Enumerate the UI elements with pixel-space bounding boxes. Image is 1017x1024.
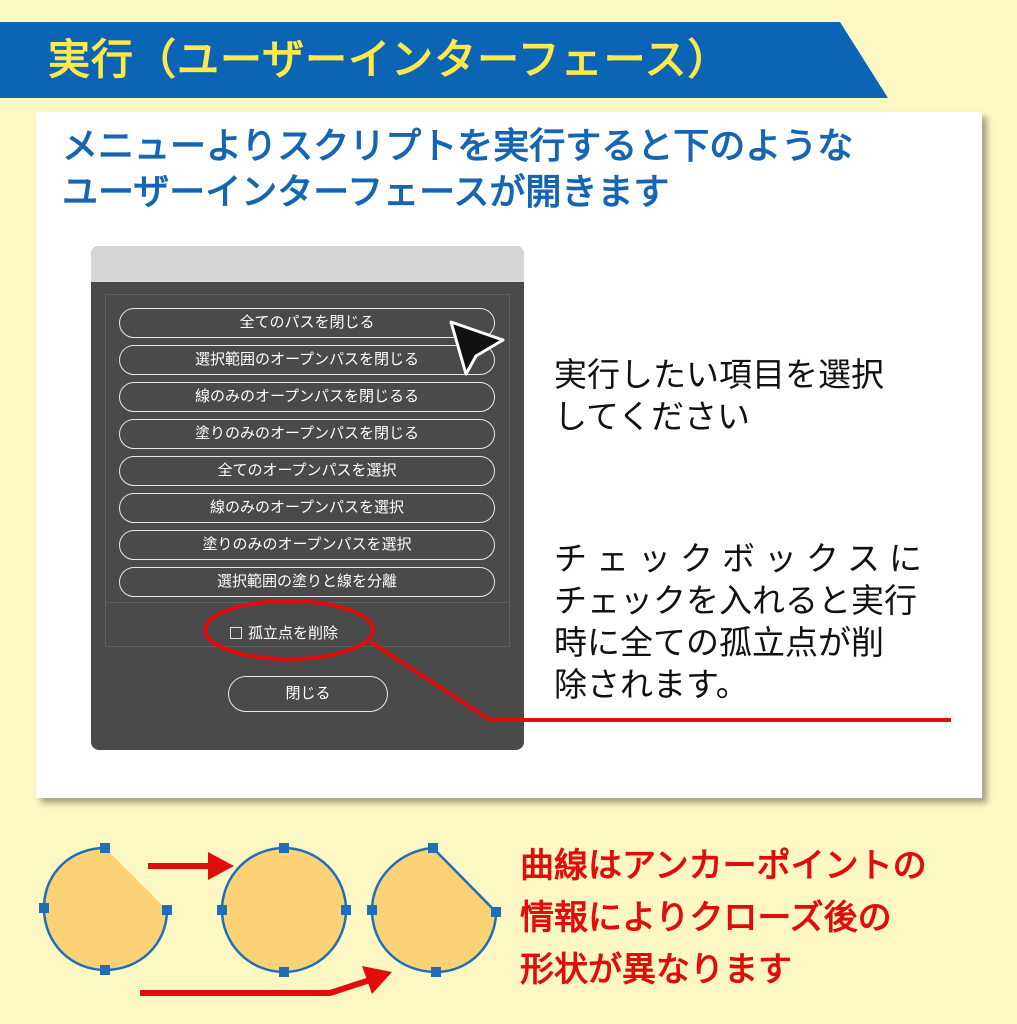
shape-closed-smooth <box>217 843 351 977</box>
arrow-right-icon <box>140 966 392 996</box>
anchor-point-icon <box>428 843 438 853</box>
checkbox-explanation: チェックボックスに チェックを入れると実行 時に全ての孤立点が削 除されます。 <box>554 538 931 706</box>
script-dialog: 全てのパスを閉じる 選択範囲のオープンパスを閉じる 線のみのオープンパスを閉じる… <box>91 246 524 750</box>
title-banner <box>0 22 888 98</box>
bottom-caption-line1: 曲線はアンカーポイントの <box>520 846 927 886</box>
mouse-cursor-icon <box>449 320 505 376</box>
checkbox-leader-line <box>369 640 951 722</box>
select-all-open-paths-button[interactable]: 全てのオープンパスを選択 <box>119 456 495 486</box>
close-all-paths-button[interactable]: 全てのパスを閉じる <box>119 308 495 338</box>
card-heading: メニューよりスクリプトを実行すると下のような ユーザーインターフェースが開きます <box>62 124 962 216</box>
shape-closed-corner <box>367 843 501 977</box>
close-selected-open-paths-button[interactable]: 選択範囲のオープンパスを閉じる <box>119 345 495 375</box>
separate-fill-and-stroke-button[interactable]: 選択範囲の塗りと線を分離 <box>119 567 495 597</box>
anchor-point-icon <box>100 965 110 975</box>
checkbox-explanation-line3: 時に全ての孤立点が削 <box>554 623 884 662</box>
anchor-point-icon <box>217 905 227 915</box>
anchor-point-icon <box>491 907 501 917</box>
checkbox-label: 孤立点を削除 <box>248 624 339 642</box>
delete-isolated-points-checkbox[interactable] <box>230 627 242 639</box>
checkbox-explanation-line4: 除されます。 <box>554 665 749 704</box>
anchor-point-icon <box>367 905 377 915</box>
anchor-point-icon <box>279 967 289 977</box>
checkbox-highlight-ellipse <box>203 599 375 661</box>
anchor-point-icon <box>100 843 110 853</box>
bottom-caption-line3: 形状が異なります <box>520 950 792 990</box>
dialog-button-panel <box>105 294 510 647</box>
select-fill-only-open-paths-button[interactable]: 塗りのみのオープンパスを選択 <box>119 530 495 560</box>
checkbox-explanation-line1: チェックボックスに <box>554 539 932 578</box>
anchor-point-icon <box>162 905 172 915</box>
select-instruction-line2: してください <box>554 397 751 436</box>
shape-open-path <box>39 843 172 975</box>
anchor-point-icon <box>279 843 289 853</box>
select-stroke-only-open-paths-button[interactable]: 線のみのオープンパスを選択 <box>119 493 495 523</box>
close-stroke-only-open-paths-button[interactable]: 線のみのオープンパスを閉じるる <box>119 382 495 412</box>
checkbox-explanation-line2: チェックを入れると実行 <box>554 581 917 620</box>
page-title: 実行（ユーザーインターフェース） <box>48 35 731 84</box>
anchor-point-icon <box>341 905 351 915</box>
arrow-right-icon <box>148 852 234 880</box>
anchor-point-icon <box>39 903 49 913</box>
card-heading-line2: ユーザーインターフェースが開きます <box>62 172 670 213</box>
close-fill-only-open-paths-button[interactable]: 塗りのみのオープンパスを閉じる <box>119 419 495 449</box>
dialog-titlebar[interactable] <box>91 246 524 282</box>
bottom-caption-line2: 情報によりクローズ後の <box>520 898 892 938</box>
delete-isolated-points-option[interactable]: 孤立点を削除 <box>230 622 338 644</box>
bottom-caption: 曲線はアンカーポイントの 情報によりクローズ後の 形状が異なります <box>520 840 927 996</box>
anchor-point-icon <box>431 967 441 977</box>
select-instruction: 実行したい項目を選択 してください <box>554 354 884 438</box>
card-heading-line1: メニューよりスクリプトを実行すると下のような <box>62 126 854 167</box>
select-instruction-line1: 実行したい項目を選択 <box>554 355 884 394</box>
close-button[interactable]: 閉じる <box>228 676 388 712</box>
